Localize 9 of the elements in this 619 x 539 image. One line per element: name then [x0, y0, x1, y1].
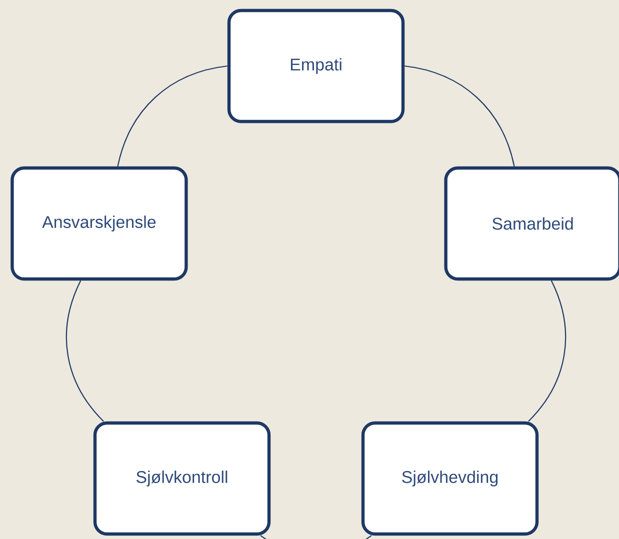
rounded-box: Empati: [227, 8, 405, 124]
ring-arc: [404, 65, 515, 167]
rounded-box: Sjølvhevding: [361, 421, 539, 536]
ring-arc: [117, 65, 228, 167]
rounded-box: Samarbeid: [444, 166, 619, 281]
rounded-box: Sjølvkontroll: [93, 421, 271, 536]
ring-arc: [66, 280, 104, 422]
rounded-box: Ansvarskjensle: [10, 166, 188, 281]
ring-arc: [528, 280, 566, 422]
